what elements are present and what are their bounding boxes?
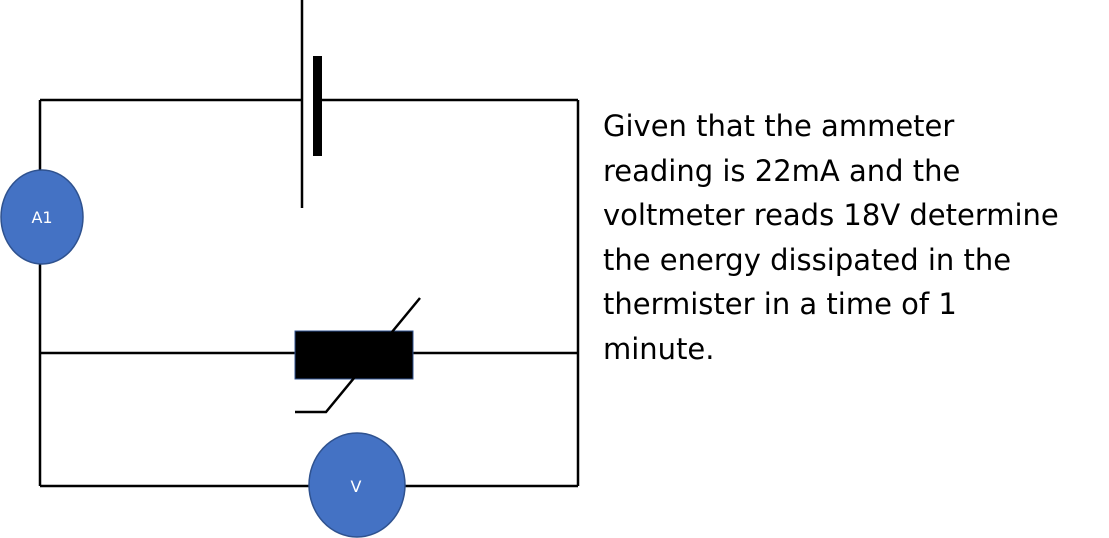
voltmeter-label: V — [351, 477, 362, 496]
wires — [38, 98, 580, 488]
question-line: thermister in a time of 1 — [603, 287, 957, 322]
voltmeter: V — [308, 432, 406, 538]
cell-short-plate — [313, 56, 322, 156]
question-line: reading is 22mA and the — [603, 153, 961, 188]
question-line: minute. — [603, 331, 715, 366]
cell-symbol — [300, 0, 322, 208]
thermistor-body — [294, 330, 414, 380]
question-line: Given that the ammeter — [603, 109, 955, 143]
question-line: the energy dissipated in the — [603, 242, 1012, 277]
ammeter-circle — [0, 169, 84, 265]
thermistor — [294, 297, 421, 414]
voltmeter-circle — [308, 432, 406, 538]
question-text: Given that the ammeter reading is 22mA a… — [603, 104, 1103, 372]
question-line: voltmeter reads 18V determine — [603, 198, 1059, 233]
thermistor-diagonal — [295, 297, 421, 414]
ammeter: A1 — [0, 169, 84, 265]
ammeter-label: A1 — [31, 208, 52, 227]
